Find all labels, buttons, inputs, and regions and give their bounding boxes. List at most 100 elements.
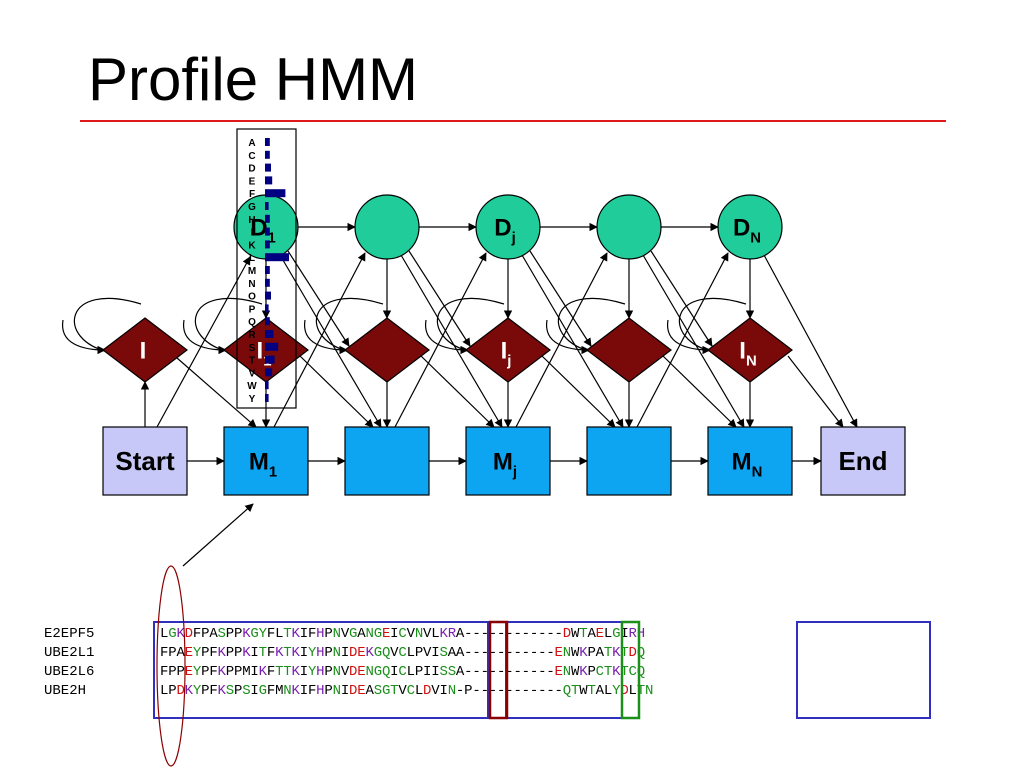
residue: F (308, 626, 316, 642)
residue: T (283, 645, 291, 661)
residue: - (481, 645, 489, 661)
residue: E (596, 626, 604, 642)
start-state (102, 426, 188, 496)
residue: - (481, 664, 489, 680)
residue: I (390, 664, 398, 680)
residue: I (300, 664, 308, 680)
residue: K (292, 683, 301, 699)
insert-state-label: I (140, 337, 147, 364)
residue: P (168, 664, 176, 680)
residue: E (555, 645, 563, 661)
residue: A (176, 645, 185, 661)
edge-d-i-next (529, 250, 592, 347)
edge-d-m (400, 254, 503, 428)
residue: N (366, 626, 374, 642)
residue: H (637, 626, 645, 642)
residue: A (596, 645, 605, 661)
emission-letter: G (248, 202, 256, 213)
residue: T (620, 645, 628, 661)
residue: I (250, 645, 258, 661)
insert-state (465, 317, 551, 383)
edge-m-d (515, 252, 608, 428)
residue: S (218, 626, 226, 642)
edge-m-d (636, 252, 729, 428)
residue: Q (382, 664, 390, 680)
residue: I (300, 645, 308, 661)
residue: H (316, 626, 324, 642)
delete-state (354, 194, 420, 260)
residue: F (308, 683, 316, 699)
insert-state (102, 317, 188, 383)
residue: W (571, 645, 580, 661)
residue: - (513, 645, 521, 661)
residue: I (390, 626, 398, 642)
emission-letter: F (249, 189, 255, 200)
residue: - (530, 626, 538, 642)
residue: Y (259, 626, 268, 642)
residue: - (505, 664, 513, 680)
residue: T (275, 664, 283, 680)
residue: K (439, 626, 448, 642)
residue: P (226, 626, 234, 642)
residue: E (357, 645, 365, 661)
residue: - (530, 645, 538, 661)
residue: T (283, 626, 291, 642)
residue: V (341, 664, 350, 680)
emission-letter: V (249, 368, 256, 379)
residue: A (456, 664, 465, 680)
residue: I (431, 664, 439, 680)
residue: Y (308, 645, 317, 661)
residue: G (168, 626, 176, 642)
delete-state (717, 194, 783, 260)
emission-bar (265, 240, 270, 249)
insert-state (707, 317, 793, 383)
emission-bar (265, 342, 279, 351)
self-loop (436, 297, 505, 353)
self-loop (73, 297, 142, 353)
residue: P (234, 683, 242, 699)
residue: A (596, 683, 605, 699)
residue: L (160, 683, 168, 699)
residue: P (168, 683, 176, 699)
column-box (620, 620, 641, 720)
emission-letter: L (249, 253, 255, 264)
residue: - (497, 664, 505, 680)
residue: L (160, 626, 168, 642)
residue: T (571, 683, 579, 699)
emission-profile-box (236, 128, 297, 409)
residue: F (267, 664, 275, 680)
residue: I (300, 683, 308, 699)
emission-letter: W (247, 381, 257, 392)
residue: A (448, 645, 457, 661)
residue: Y (193, 664, 202, 680)
residue: E (357, 683, 365, 699)
residue: L (275, 626, 283, 642)
delete-state-label: Dj (494, 214, 515, 246)
edge-d-i-next (650, 250, 713, 347)
residue: C (398, 645, 406, 661)
residue: I (250, 664, 258, 680)
residue: L (431, 626, 439, 642)
emission-letter: C (248, 151, 255, 162)
self-loop-arrow (667, 319, 711, 355)
self-loop (678, 297, 747, 353)
insert-state (586, 317, 672, 383)
residue: - (555, 683, 563, 699)
residue: F (267, 645, 275, 661)
emission-letter: N (248, 279, 255, 290)
residue: P (234, 664, 242, 680)
residue: Y (612, 683, 621, 699)
residue: S (242, 683, 250, 699)
match-state (223, 426, 309, 496)
residue: V (398, 683, 407, 699)
residue: - (489, 645, 497, 661)
edge-i-end (787, 355, 844, 428)
residue: L (407, 664, 415, 680)
residue: - (522, 645, 530, 661)
emission-bar (265, 214, 270, 223)
emission-letter: K (248, 240, 256, 251)
edge-start-d (156, 256, 251, 428)
residue: V (431, 683, 440, 699)
